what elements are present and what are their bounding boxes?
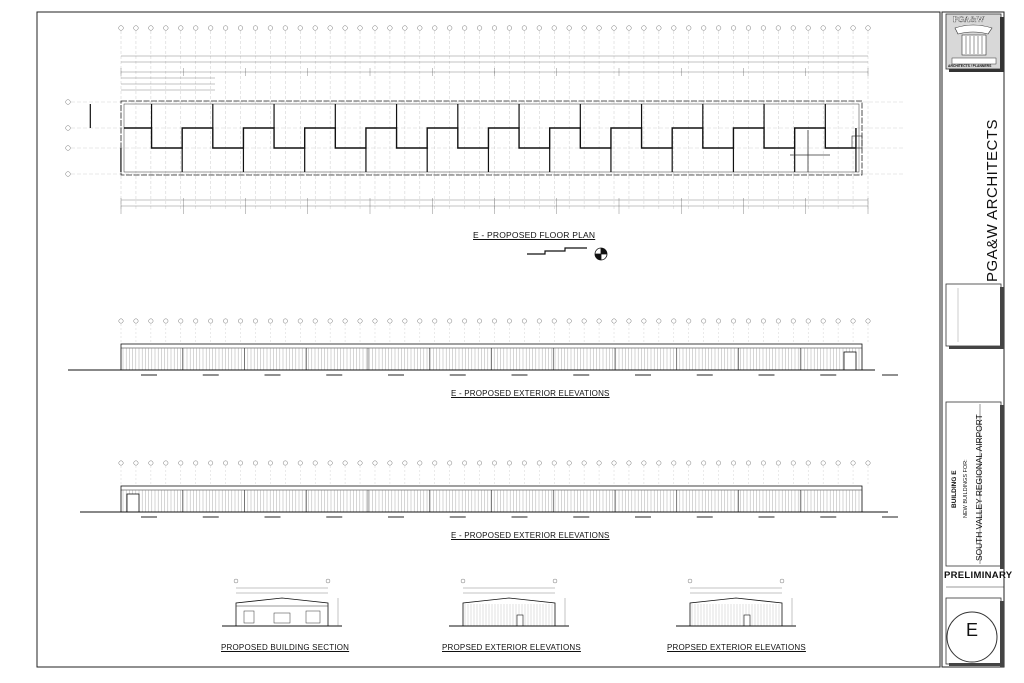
firm-logo-text: PGA&W (953, 15, 985, 24)
building-label: BUILDING E (951, 470, 958, 508)
small-drawings (222, 578, 796, 627)
floor-plan (65, 25, 905, 261)
small-elevation-title-2: PROPSED EXTERIOR ELEVATIONS (667, 643, 806, 652)
sheet-number: E (965, 619, 978, 640)
firm-logo-subtitle: ARCHITECTS / PLANNERS (948, 64, 992, 68)
project-name: SOUTH VALLEY REGIONAL AIRPORT (974, 414, 984, 561)
elevation-title-1: E - PROPOSED EXTERIOR ELEVATIONS (451, 389, 610, 398)
small-elevation-title-1: PROPSED EXTERIOR ELEVATIONS (442, 643, 581, 652)
elevation-title-2: E - PROPOSED EXTERIOR ELEVATIONS (451, 531, 610, 540)
exterior-elevation-2 (80, 460, 898, 518)
title-block-graphics (945, 13, 1004, 667)
building-section-title: PROPOSED BUILDING SECTION (221, 643, 350, 652)
firm-name: PGA&W ARCHITECTS (984, 118, 1001, 282)
exterior-elevation-1 (68, 318, 898, 376)
new-buildings-for-label: NEW BUILDINGS FOR: (963, 459, 969, 518)
preliminary-stamp: PRELIMINARY (944, 570, 1013, 581)
floor-plan-title: E - PROPOSED FLOOR PLAN (473, 230, 596, 240)
